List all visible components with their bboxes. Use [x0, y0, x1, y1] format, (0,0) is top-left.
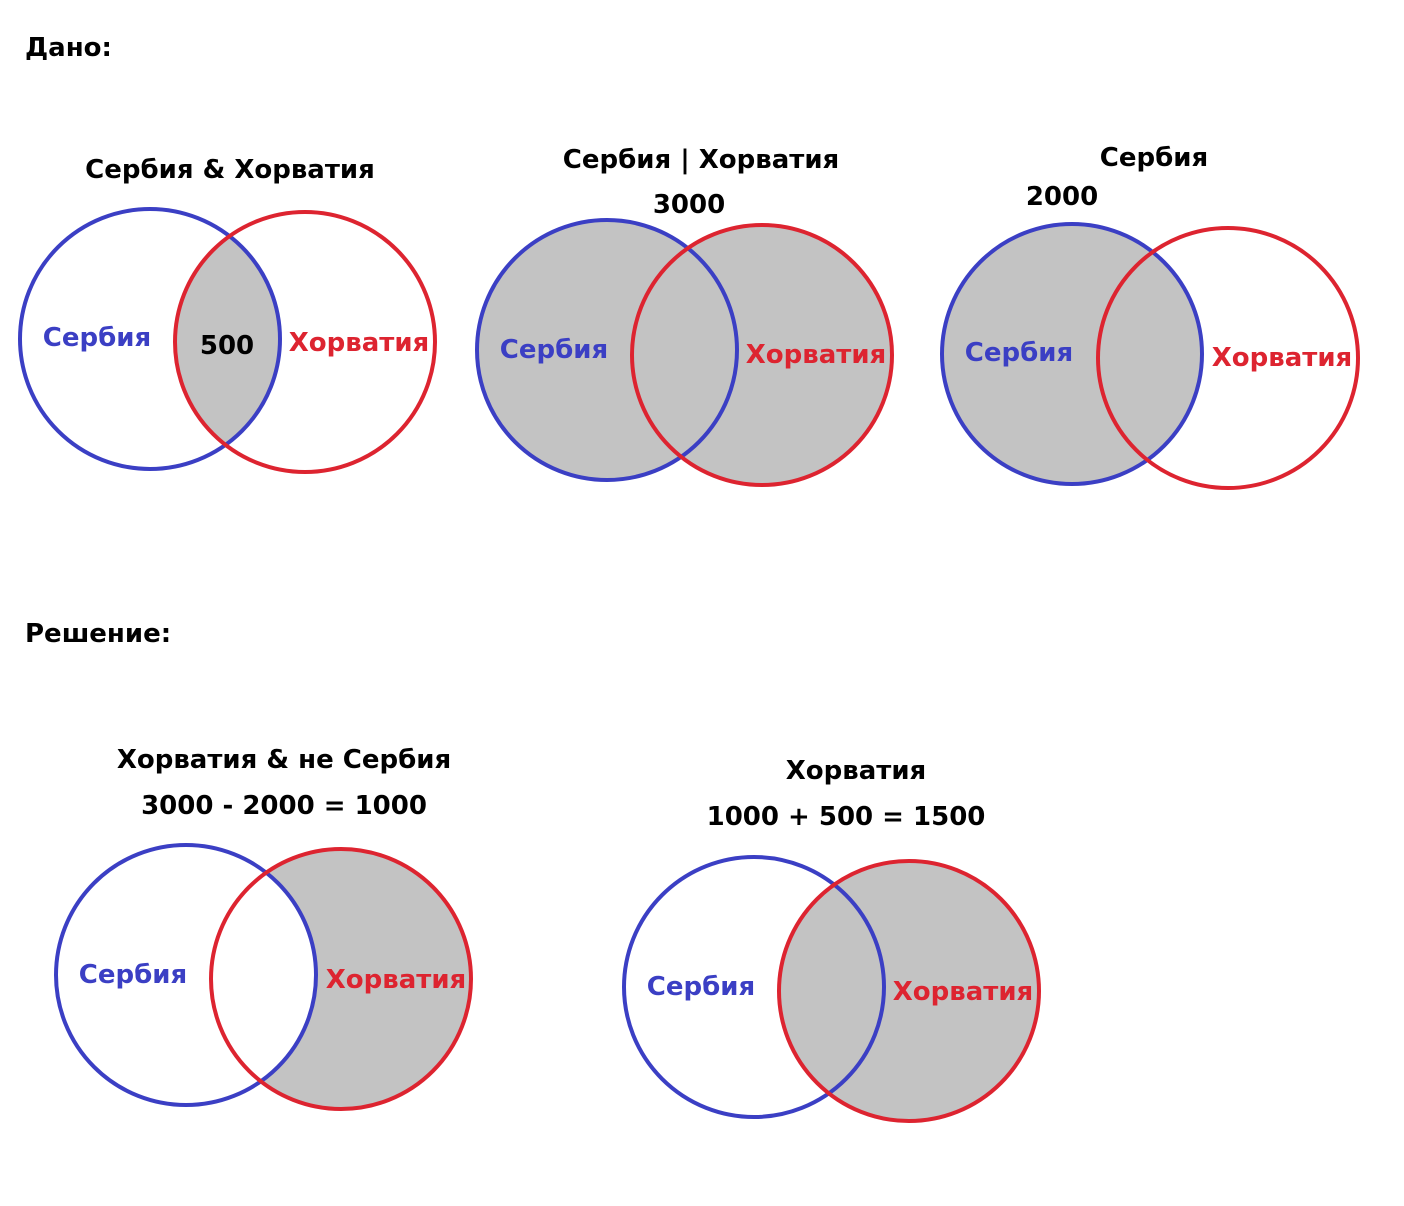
croatia-circle — [777, 859, 1041, 1123]
venn-croatia-not-serbia: Хорватия & не Сербия 3000 - 2000 = 1000 … — [54, 745, 473, 1111]
serbia-label: Сербия — [647, 972, 755, 1002]
shaded-region — [632, 225, 892, 485]
shaded-region — [779, 861, 1039, 1121]
croatia-label: Хорватия — [746, 340, 887, 370]
croatia-circle — [173, 210, 437, 474]
section-heading-given: Дано: — [25, 33, 112, 63]
serbia-circle — [940, 222, 1204, 486]
equation-label: 3000 - 2000 = 1000 — [141, 791, 427, 821]
venn-croatia: Хорватия 1000 + 500 = 1500 Сербия Хорват… — [622, 756, 1041, 1123]
serbia-label: Сербия — [43, 323, 151, 353]
serbia-circle — [475, 218, 739, 482]
croatia-circle — [209, 847, 473, 1111]
value-label: 500 — [200, 331, 254, 361]
serbia-circle — [18, 207, 282, 471]
diagram-title: Хорватия & не Сербия — [117, 745, 451, 775]
serbia-label: Сербия — [965, 338, 1073, 368]
serbia-circle — [622, 855, 886, 1119]
venn-union: Сербия | Хорватия 3000 Сербия Хорватия — [475, 145, 894, 487]
shaded-region — [175, 212, 280, 469]
value-label: 2000 — [1026, 182, 1098, 212]
croatia-label: Хорватия — [326, 965, 467, 995]
equation-label: 1000 + 500 = 1500 — [707, 802, 986, 832]
serbia-label: Сербия — [500, 335, 608, 365]
shaded-region — [942, 224, 1202, 484]
croatia-label: Хорватия — [893, 977, 1034, 1007]
diagram-title: Сербия — [1100, 143, 1208, 173]
serbia-circle — [54, 843, 318, 1107]
section-heading-solution: Решение: — [25, 619, 171, 649]
diagram-title: Сербия | Хорватия — [563, 145, 840, 175]
venn-intersection: Сербия & Хорватия Сербия Хорватия 500 — [18, 155, 437, 474]
shaded-region — [211, 849, 471, 1109]
serbia-label: Сербия — [79, 960, 187, 990]
diagram-title: Сербия & Хорватия — [85, 155, 375, 185]
croatia-label: Хорватия — [1212, 343, 1353, 373]
diagram-title: Хорватия — [786, 756, 927, 786]
croatia-circle — [630, 223, 894, 487]
venn-serbia: Сербия 2000 Сербия Хорватия — [940, 143, 1360, 490]
croatia-label: Хорватия — [289, 328, 430, 358]
value-label: 3000 — [653, 190, 725, 220]
croatia-circle — [1096, 226, 1360, 490]
